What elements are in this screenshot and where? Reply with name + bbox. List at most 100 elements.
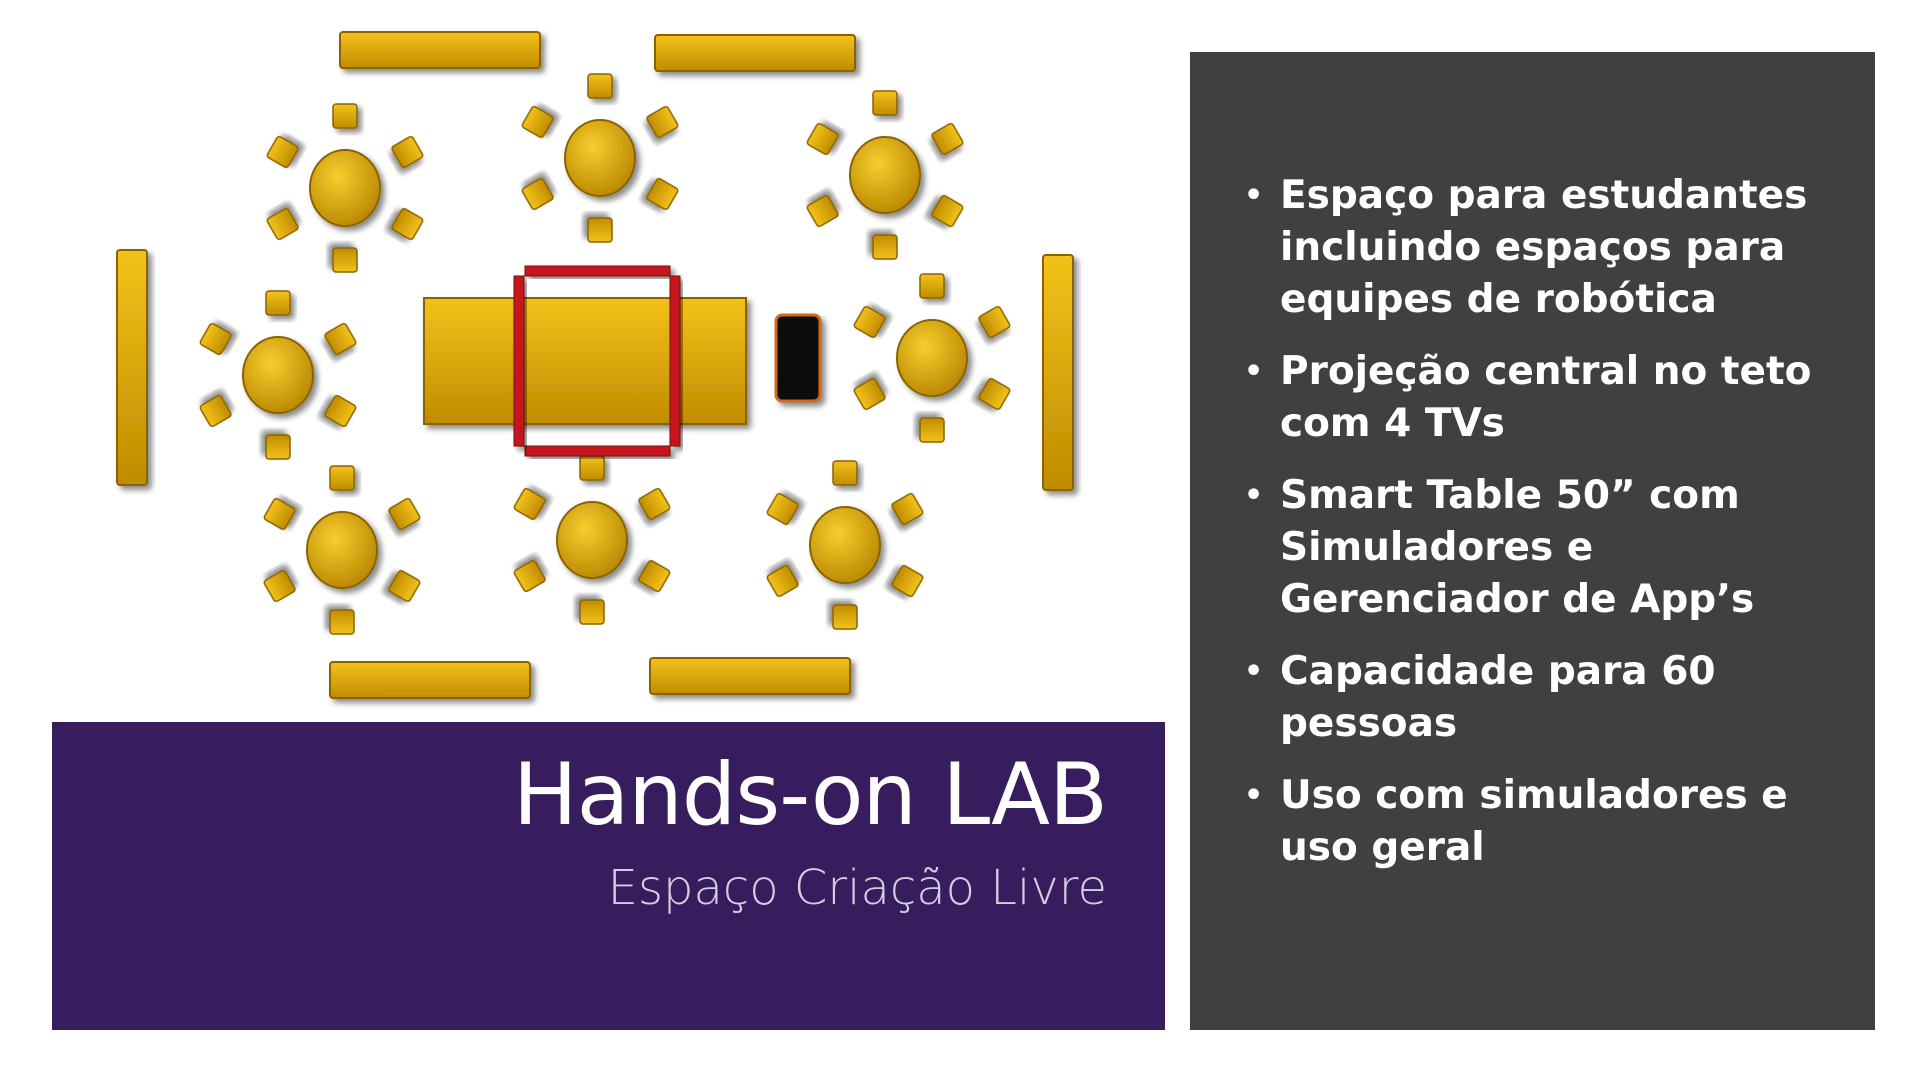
bullet-icon: • (1244, 178, 1264, 213)
chair (978, 305, 1011, 339)
chair (931, 194, 964, 228)
feature-item: • Capacidade para 60 pessoas (1244, 646, 1840, 750)
chair (853, 377, 886, 411)
chair (891, 564, 924, 598)
bullet-icon: • (1244, 778, 1264, 813)
chair (832, 604, 858, 630)
chair (931, 122, 964, 156)
chair (806, 122, 839, 156)
feature-item: • Uso com simuladores e uso geral (1244, 770, 1840, 874)
chair (891, 492, 924, 526)
chair (332, 247, 358, 273)
round-table-with-chairs (766, 460, 924, 630)
chair (388, 497, 421, 531)
table-group (199, 73, 1011, 635)
chair (388, 569, 421, 603)
chair (832, 460, 858, 486)
chair (513, 559, 546, 593)
chair (391, 135, 424, 169)
smart-table-group (423, 265, 822, 457)
bullet-icon: • (1244, 654, 1264, 689)
chair (638, 487, 671, 521)
features-list: • Espaço para estudantes incluindo espaço… (1244, 170, 1840, 894)
chair (329, 465, 355, 491)
chair (579, 599, 605, 625)
tv-screen (524, 445, 671, 457)
tv-screen (669, 275, 681, 447)
round-table-with-chairs (513, 455, 671, 625)
bullet-icon: • (1244, 478, 1264, 513)
bench (339, 31, 541, 69)
round-table (556, 501, 628, 579)
chair (919, 417, 945, 443)
bench (649, 657, 851, 695)
bench-group (116, 31, 1074, 699)
chair (853, 305, 886, 339)
tv-screen (524, 265, 671, 277)
mobile-device (774, 313, 822, 403)
feature-text: Capacidade para 60 pessoas (1280, 649, 1716, 746)
features-panel: • Espaço para estudantes incluindo espaço… (1190, 52, 1875, 1030)
feature-text: Projeção central no teto com 4 TVs (1280, 349, 1812, 446)
chair (265, 290, 291, 316)
chair (391, 207, 424, 241)
bench (1042, 254, 1074, 491)
slide-subtitle: Espaço Criação Livre (607, 860, 1107, 916)
round-table (564, 119, 636, 197)
chair (872, 90, 898, 116)
round-table-with-chairs (853, 273, 1011, 443)
smart-table (423, 297, 747, 425)
round-table-with-chairs (806, 90, 964, 260)
chair (587, 73, 613, 99)
round-table-with-chairs (266, 103, 424, 273)
bench (329, 661, 531, 699)
bench (654, 34, 856, 72)
chair (919, 273, 945, 299)
chair (766, 492, 799, 526)
title-panel: Hands-on LAB Espaço Criação Livre (52, 722, 1165, 1030)
chair (332, 103, 358, 129)
feature-item: • Smart Table 50” com Simuladores e Geren… (1244, 470, 1840, 626)
bullet-icon: • (1244, 354, 1264, 389)
chair (199, 394, 232, 428)
bench (116, 249, 148, 486)
room-floorplan-diagram (116, 31, 1074, 699)
chair (513, 487, 546, 521)
chair (329, 609, 355, 635)
round-table (306, 511, 378, 589)
chair (263, 569, 296, 603)
chair (263, 497, 296, 531)
round-table-with-chairs (521, 73, 679, 243)
round-table (809, 506, 881, 584)
chair (587, 217, 613, 243)
chair (199, 322, 232, 356)
chair (978, 377, 1011, 411)
round-table-with-chairs (199, 290, 357, 460)
chair (646, 177, 679, 211)
chair (324, 322, 357, 356)
chair (265, 434, 291, 460)
slide-title: Hands-on LAB (512, 745, 1108, 845)
tv-screen (513, 275, 525, 447)
round-table (896, 319, 968, 397)
chair (521, 105, 554, 139)
feature-item: • Projeção central no teto com 4 TVs (1244, 346, 1840, 450)
feature-text: Smart Table 50” com Simuladores e Gerenc… (1280, 473, 1755, 622)
chair (638, 559, 671, 593)
feature-item: • Espaço para estudantes incluindo espaço… (1244, 170, 1840, 326)
chair (266, 207, 299, 241)
chair (324, 394, 357, 428)
chair (266, 135, 299, 169)
chair (579, 455, 605, 481)
chair (806, 194, 839, 228)
round-table (849, 136, 921, 214)
chair (521, 177, 554, 211)
chair (766, 564, 799, 598)
round-table (309, 149, 381, 227)
feature-text: Uso com simuladores e uso geral (1280, 773, 1788, 870)
chair (646, 105, 679, 139)
feature-text: Espaço para estudantes incluindo espaços… (1280, 173, 1808, 322)
round-table-with-chairs (263, 465, 421, 635)
round-table (242, 336, 314, 414)
chair (872, 234, 898, 260)
